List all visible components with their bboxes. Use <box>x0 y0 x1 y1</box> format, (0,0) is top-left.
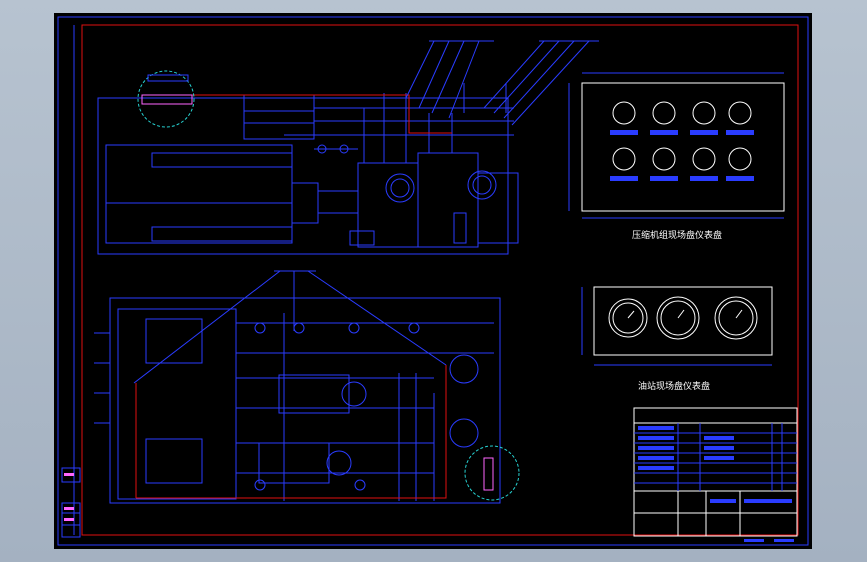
drawing-canvas <box>57 16 809 546</box>
lube-station-plan-view <box>94 297 501 504</box>
drawing-sheet[interactable]: 压缩机组现场盘仪表盘 油站现场盘仪表盘 <box>54 13 812 549</box>
compressor-gauges <box>612 101 752 171</box>
title-block <box>633 407 798 537</box>
drawing-frame <box>81 24 799 536</box>
leader-lines-lube <box>133 270 447 384</box>
detail-callout-lube <box>464 445 520 501</box>
leader-lines-top <box>405 40 599 126</box>
panel-caption: 压缩机组现场盘仪表盘 <box>632 231 723 241</box>
gauge-nameplates <box>610 130 754 181</box>
sheet-outer-border <box>57 16 809 546</box>
lube-caption: 油站现场盘仪表盘 <box>638 382 711 392</box>
compressor-gauge-panel <box>568 72 785 219</box>
title-block-entries <box>638 426 792 503</box>
detail-callout-top <box>137 70 195 128</box>
compressor-elevation-view <box>97 83 519 255</box>
lube-gauge-panel <box>581 286 773 366</box>
